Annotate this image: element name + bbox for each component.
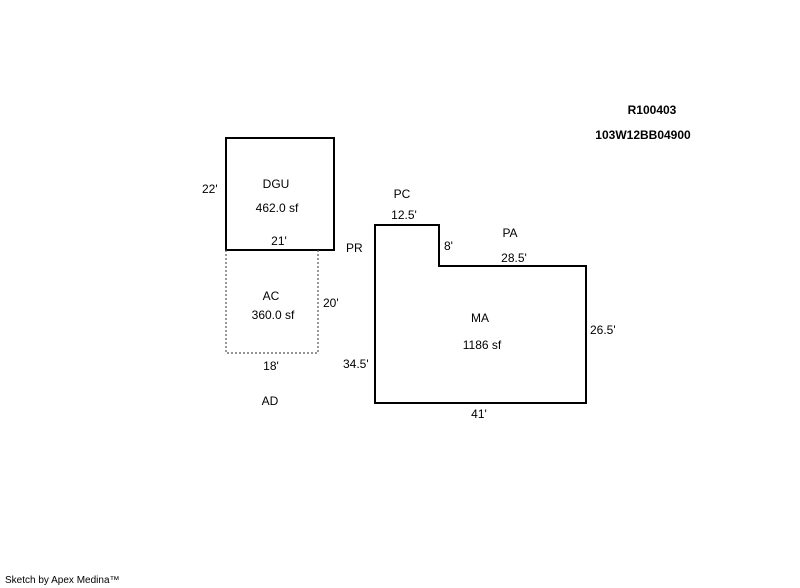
sketch-credit: Sketch by Apex Medina™ xyxy=(5,575,120,586)
ma-notch-dimension: 8' xyxy=(444,239,453,253)
pc-label: PC xyxy=(393,187,411,201)
dgu-left-dimension: 22' xyxy=(202,182,218,196)
ac-right-dimension: 20' xyxy=(323,296,339,310)
ac-area: 360.0 sf xyxy=(251,308,295,322)
ac-label: AC xyxy=(262,289,280,303)
pr-label: PR xyxy=(346,241,363,255)
ma-top-dimension: 28.5' xyxy=(501,251,527,265)
ma-bottom-dimension: 41' xyxy=(471,407,487,421)
account-id: R100403 xyxy=(627,103,677,117)
pa-label: PA xyxy=(502,226,518,240)
ma-right-dimension: 26.5' xyxy=(590,323,616,337)
map-number: 103W12BB04900 xyxy=(595,128,691,142)
ma-outline xyxy=(374,224,587,404)
dgu-outline xyxy=(225,137,335,251)
dgu-label: DGU xyxy=(262,177,290,191)
ma-label: MA xyxy=(471,311,489,325)
ac-bottom-dimension: 18' xyxy=(263,359,279,373)
pc-top-dimension: 12.5' xyxy=(391,208,417,222)
dgu-bottom-dimension: 21' xyxy=(271,234,287,248)
ma-area: 1186 sf xyxy=(462,338,502,352)
dgu-area: 462.0 sf xyxy=(255,201,299,215)
ma-left-dimension: 34.5' xyxy=(343,357,369,371)
ac-outline xyxy=(225,250,319,354)
ad-label: AD xyxy=(261,394,279,408)
